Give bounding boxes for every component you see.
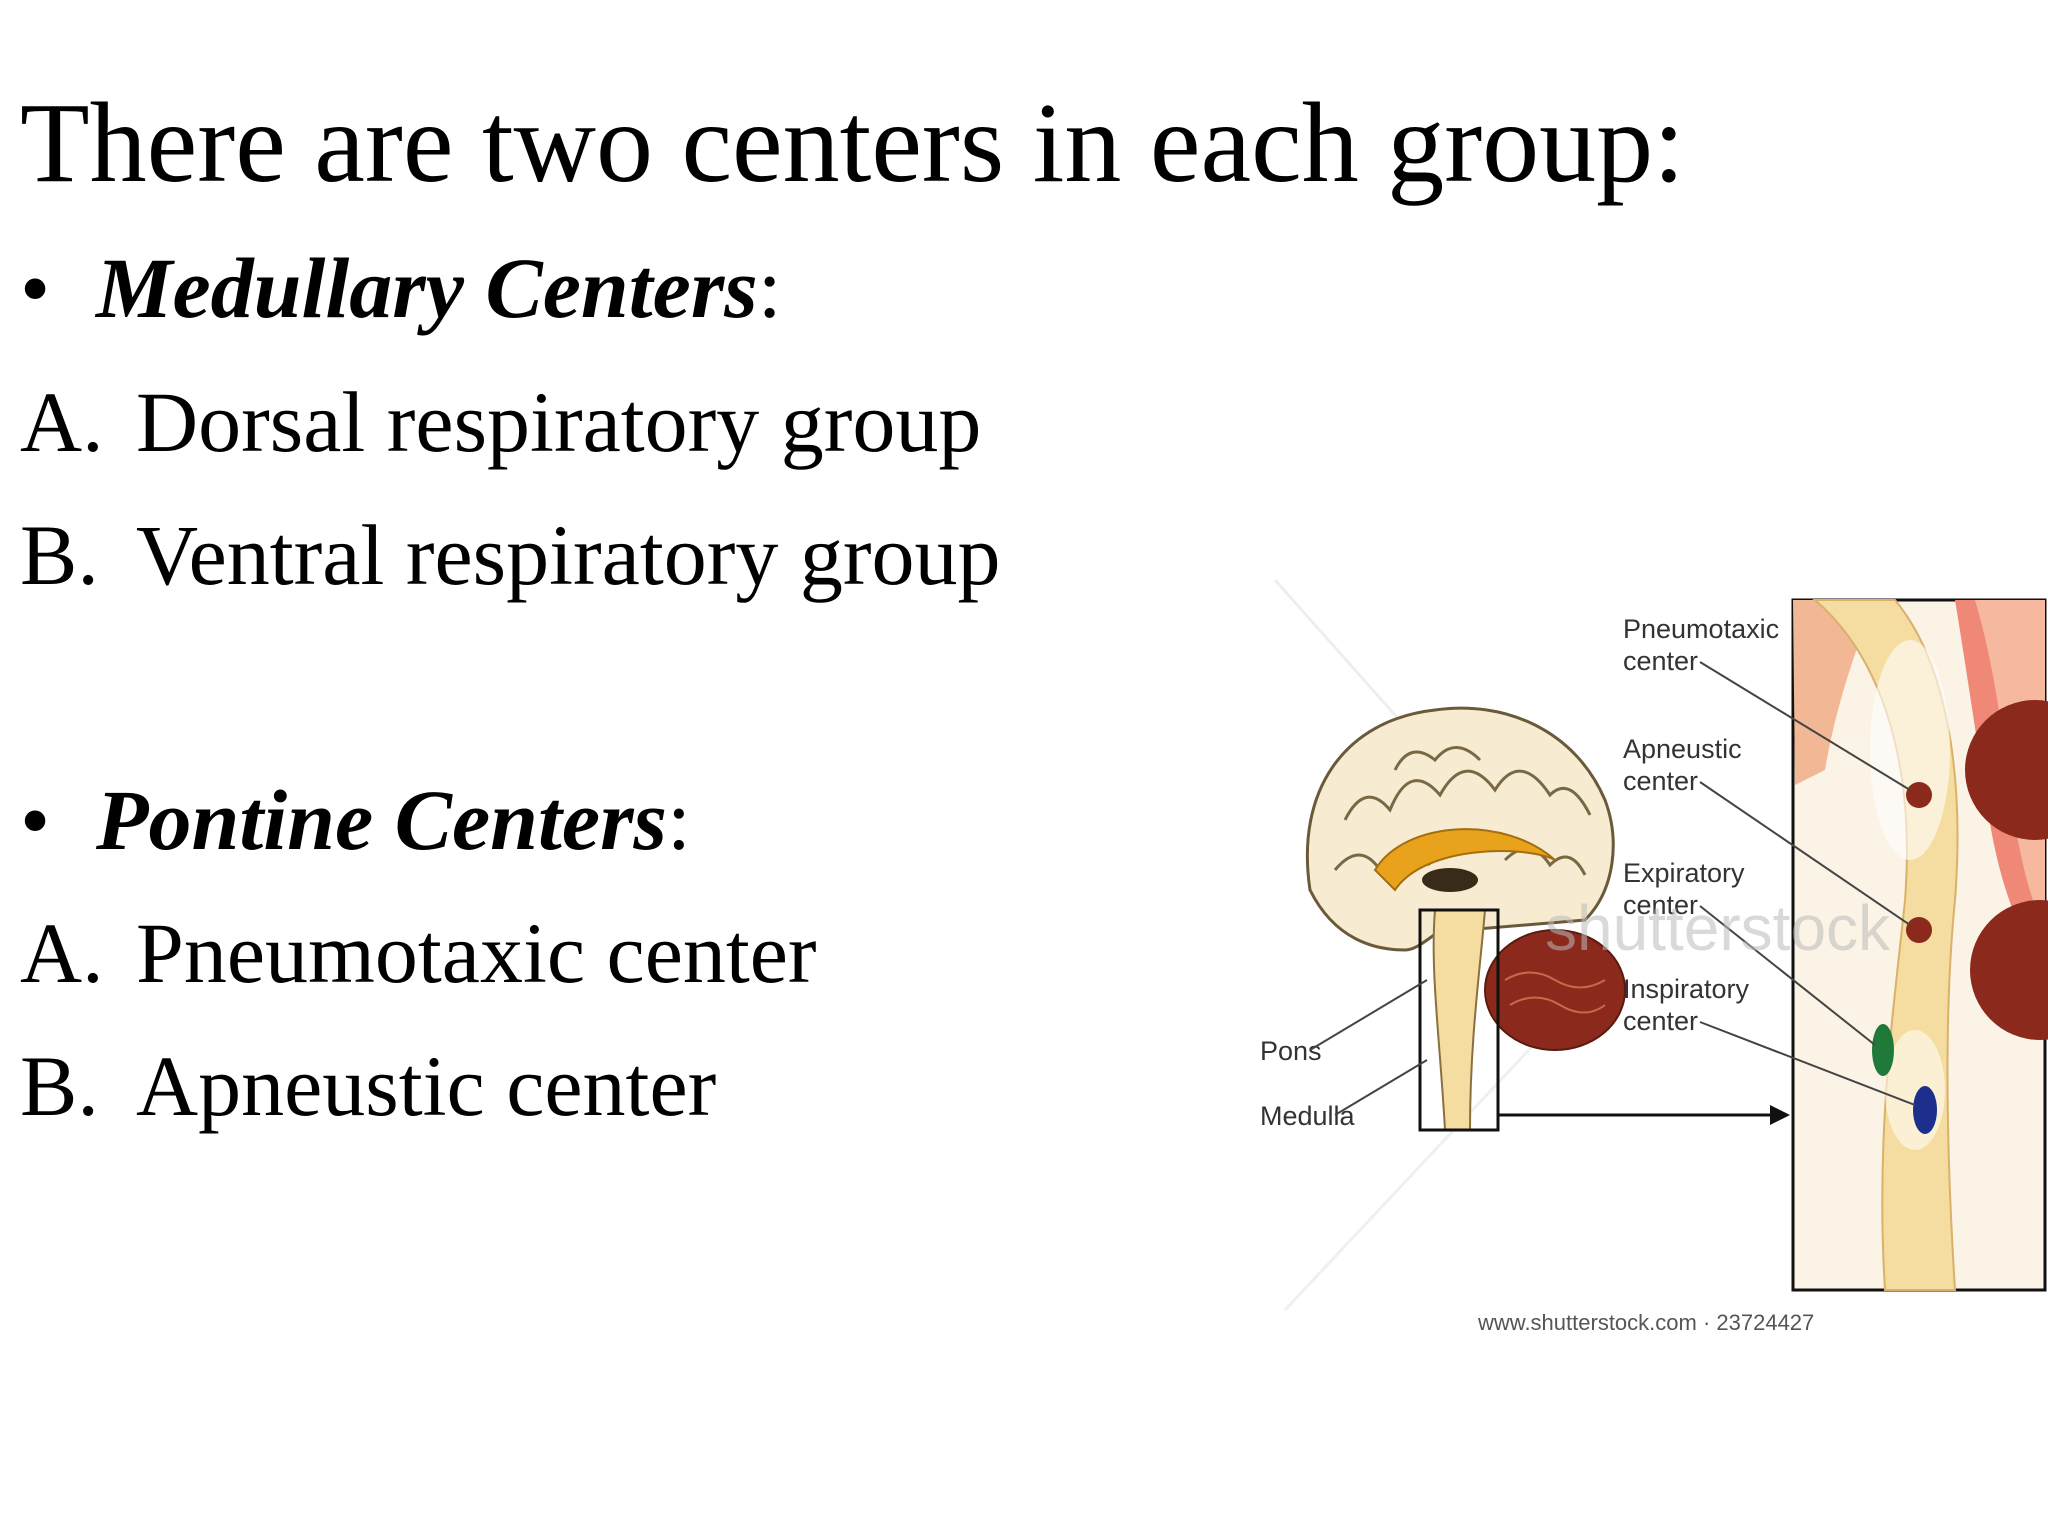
list-marker: B. bbox=[20, 1038, 99, 1134]
image-credit: www.shutterstock.com · 23724427 bbox=[1477, 1310, 1814, 1335]
list-item-text: Apneustic center bbox=[136, 1038, 717, 1134]
list-marker: A. bbox=[20, 905, 104, 1001]
brain-sagittal-view bbox=[1305, 706, 1626, 1132]
zoomed-brainstem-panel bbox=[1791, 598, 2048, 1292]
list-item: B. Apneustic center bbox=[20, 1036, 716, 1136]
list-item-text: Pneumotaxic center bbox=[136, 905, 817, 1001]
section-heading-text: Medullary Centers bbox=[96, 240, 758, 336]
slide-title: There are two centers in each group: bbox=[20, 79, 1685, 206]
inspiratory-label-line1: Inspiratory bbox=[1623, 974, 1750, 1004]
list-marker: B. bbox=[20, 507, 99, 603]
inspiratory-center-dot bbox=[1913, 1086, 1937, 1134]
list-item: A. Dorsal respiratory group bbox=[20, 372, 981, 472]
pneumotaxic-label-line1: Pneumotaxic bbox=[1623, 614, 1779, 644]
corpus-callosum bbox=[1373, 828, 1556, 892]
zoom-cerebellum-lower bbox=[1970, 900, 2048, 1040]
list-marker: A. bbox=[20, 374, 104, 470]
watermark-text: shutterstock bbox=[1545, 892, 1891, 964]
brainstem-highlight-box bbox=[1418, 908, 1500, 1132]
bullet: • bbox=[20, 240, 51, 336]
list-item-text: Dorsal respiratory group bbox=[136, 374, 982, 470]
apneustic-center-dot bbox=[1906, 917, 1932, 943]
pneumotaxic-center-dot bbox=[1906, 782, 1932, 808]
expiratory-label-line1: Expiratory bbox=[1623, 858, 1745, 888]
apneustic-label-line1: Apneustic bbox=[1623, 734, 1742, 764]
bullet: • bbox=[20, 772, 51, 868]
list-item: B. Ventral respiratory group bbox=[20, 505, 1001, 605]
pneumotaxic-label-line2: center bbox=[1623, 646, 1698, 676]
section-heading-text: Pontine Centers bbox=[96, 772, 668, 868]
cerebellum bbox=[1484, 929, 1626, 1051]
section-medullary-heading: • Medullary Centers: bbox=[20, 238, 782, 338]
list-item: A. Pneumotaxic center bbox=[20, 903, 817, 1003]
inspiratory-label-line2: center bbox=[1623, 1006, 1698, 1036]
section-pontine-heading: • Pontine Centers: bbox=[20, 770, 691, 870]
expiratory-label-line2: center bbox=[1623, 890, 1698, 920]
heading-colon: : bbox=[757, 240, 782, 336]
brainstem bbox=[1432, 909, 1487, 1131]
zoom-cerebellum-upper bbox=[1965, 700, 2048, 840]
expiratory-center-dot bbox=[1872, 1024, 1894, 1076]
medulla-label: Medulla bbox=[1260, 1101, 1356, 1131]
list-item-text: Ventral respiratory group bbox=[136, 507, 1001, 603]
apneustic-label-line2: center bbox=[1623, 766, 1698, 796]
brainstem-respiratory-centers-illustration: Pons Medulla Pneumotaxic center Apneust bbox=[1260, 579, 2048, 1335]
heading-colon: : bbox=[667, 772, 691, 868]
pons-label: Pons bbox=[1260, 1036, 1322, 1066]
